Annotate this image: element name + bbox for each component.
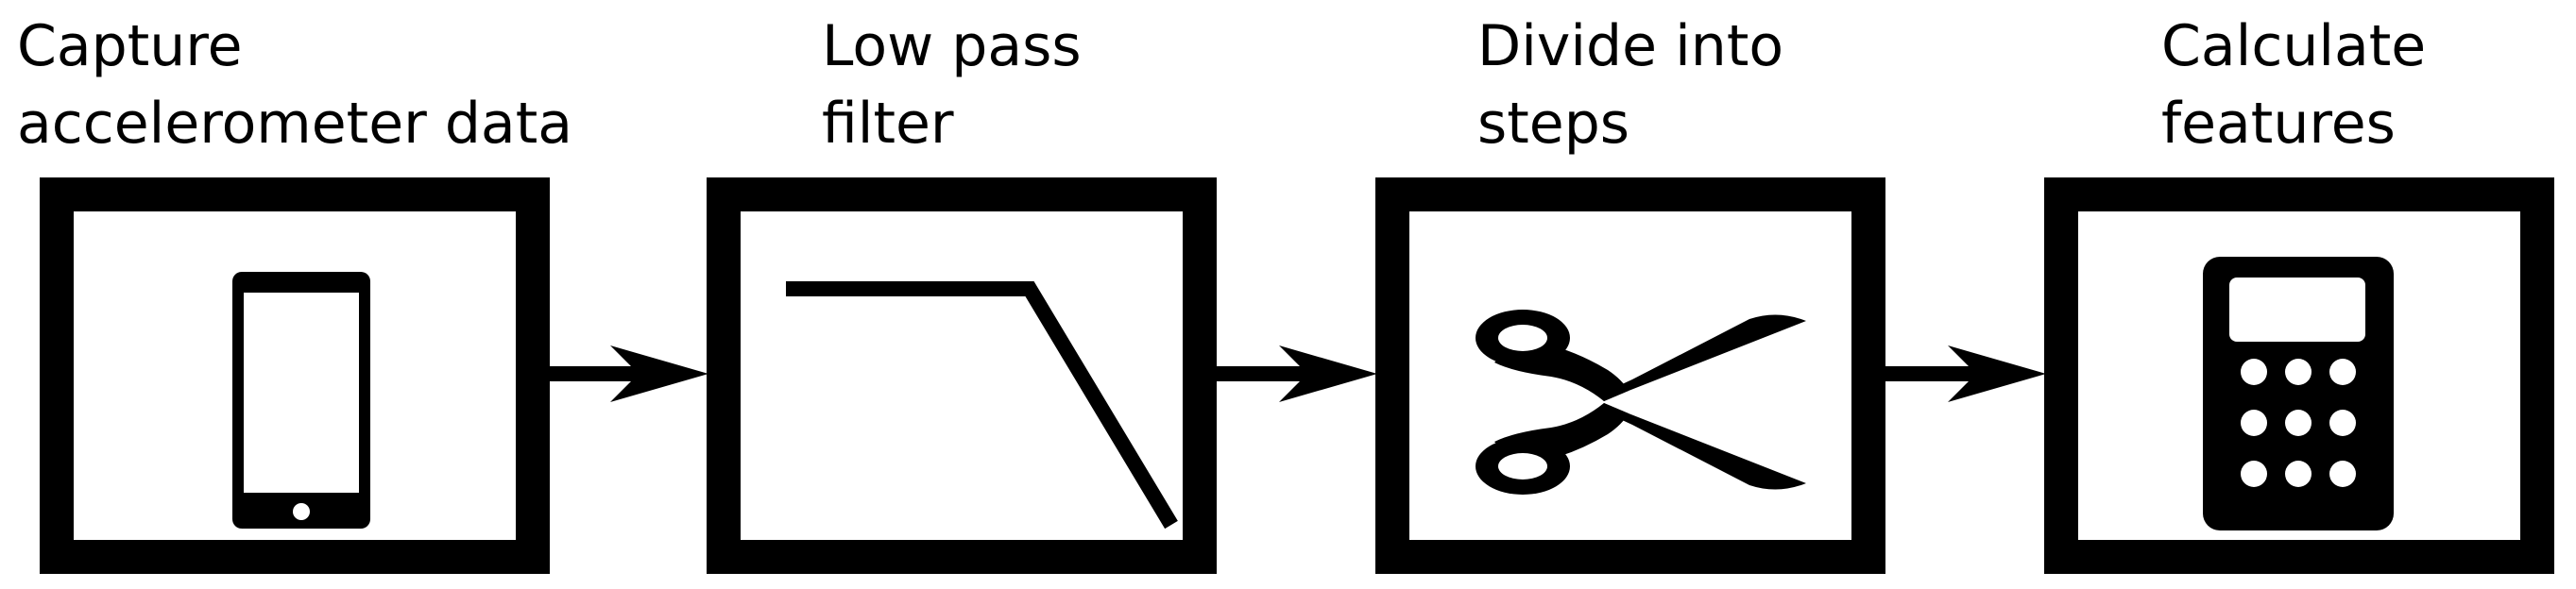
step-2-title-line-1: Low pass xyxy=(822,13,1082,79)
scissors-icon xyxy=(1476,310,1806,495)
step-3-title-line-1: Divide into xyxy=(1477,13,1784,79)
arrow-3-to-4 xyxy=(1885,345,2046,402)
step-4-title-line-2: features xyxy=(2161,91,2396,157)
arrow-2-to-3 xyxy=(1217,345,1377,402)
step-4-title-line-1: Calculate xyxy=(2161,13,2427,79)
step-4-box xyxy=(2044,177,2554,574)
smartphone-icon xyxy=(232,272,370,529)
step-4-title: Calculate features xyxy=(2161,8,2426,162)
step-3-title-line-2: steps xyxy=(1477,91,1630,157)
low-pass-filter-response-icon xyxy=(786,281,1178,530)
step-1-title-line-1: Capture xyxy=(17,13,243,79)
step-1-box xyxy=(40,177,550,574)
step-3-title: Divide into steps xyxy=(1477,8,1783,162)
step-2-title-line-2: filter xyxy=(822,91,954,157)
arrow-1-to-2 xyxy=(548,345,708,402)
step-1-title: Capture accelerometer data xyxy=(17,8,572,162)
calculator-icon xyxy=(2203,257,2394,530)
step-3-box xyxy=(1375,177,1885,574)
step-2-title: Low pass filter xyxy=(822,8,1082,162)
step-2-box xyxy=(707,177,1217,574)
step-1-title-line-2: accelerometer data xyxy=(17,91,572,157)
